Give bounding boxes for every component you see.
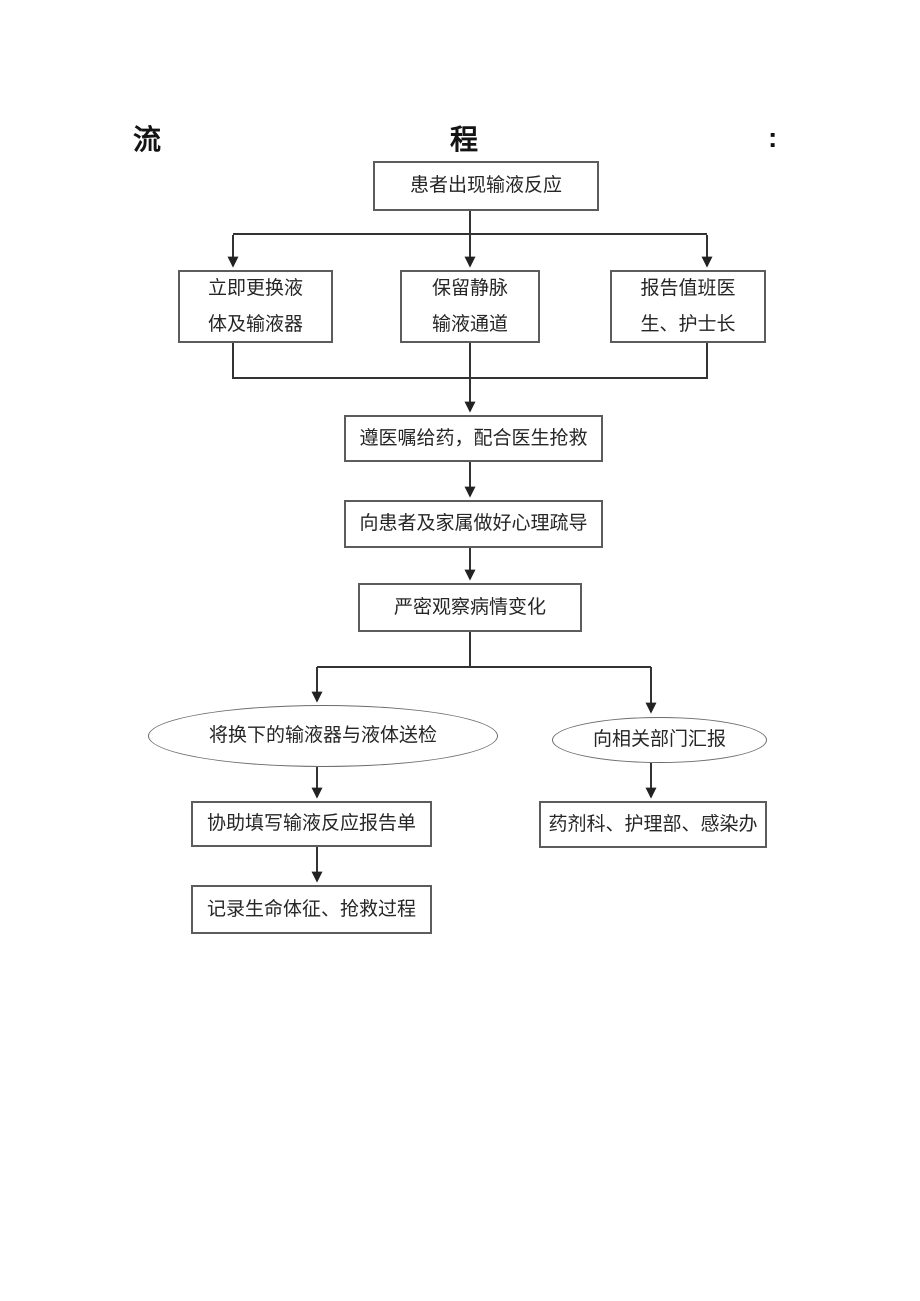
node-label: 向患者及家属做好心理疏导 xyxy=(359,513,588,534)
node-label: 向相关部门汇报 xyxy=(592,729,726,750)
node-report-doctor: 报告值班医 生、护士长 xyxy=(610,270,766,343)
page-title-char-left: 流 xyxy=(133,124,162,155)
node-label: 患者出现输液反应 xyxy=(409,175,562,196)
node-observe: 严密观察病情变化 xyxy=(358,583,582,632)
node-label: 药剂科、护理部、感染办 xyxy=(548,813,758,835)
node-medicate: 遵医嘱给药，配合医生抢救 xyxy=(344,415,603,462)
node-label-line: 生、护士长 xyxy=(640,313,736,335)
node-label: 记录生命体征、抢救过程 xyxy=(206,898,416,920)
node-label-line: 报告值班医 xyxy=(640,277,736,299)
node-label: 遵医嘱给药，配合医生抢救 xyxy=(359,427,588,449)
node-patient-reaction: 患者出现输液反应 xyxy=(373,161,599,211)
node-comfort: 向患者及家属做好心理疏导 xyxy=(344,500,603,548)
node-notify-departments: 向相关部门汇报 xyxy=(552,717,767,763)
node-label-line: 输液通道 xyxy=(431,313,508,335)
node-send-for-test: 将换下的输液器与液体送检 xyxy=(148,705,498,767)
node-label-line: 保留静脉 xyxy=(431,277,508,299)
page-title-char-center: 程 xyxy=(450,124,479,155)
node-departments: 药剂科、护理部、感染办 xyxy=(539,801,767,848)
node-label-line: 体及输液器 xyxy=(207,313,303,335)
node-record-vitals: 记录生命体征、抢救过程 xyxy=(191,885,432,934)
node-label-line: 立即更换液 xyxy=(207,277,303,299)
node-replace-fluids: 立即更换液 体及输液器 xyxy=(178,270,333,343)
page-title-colon: : xyxy=(768,122,778,153)
node-label: 将换下的输液器与液体送检 xyxy=(208,725,437,746)
node-fill-report-form: 协助填写输液反应报告单 xyxy=(191,801,432,847)
node-label: 协助填写输液反应报告单 xyxy=(206,813,416,834)
node-keep-vein: 保留静脉 输液通道 xyxy=(400,270,540,343)
node-label: 严密观察病情变化 xyxy=(393,596,546,618)
